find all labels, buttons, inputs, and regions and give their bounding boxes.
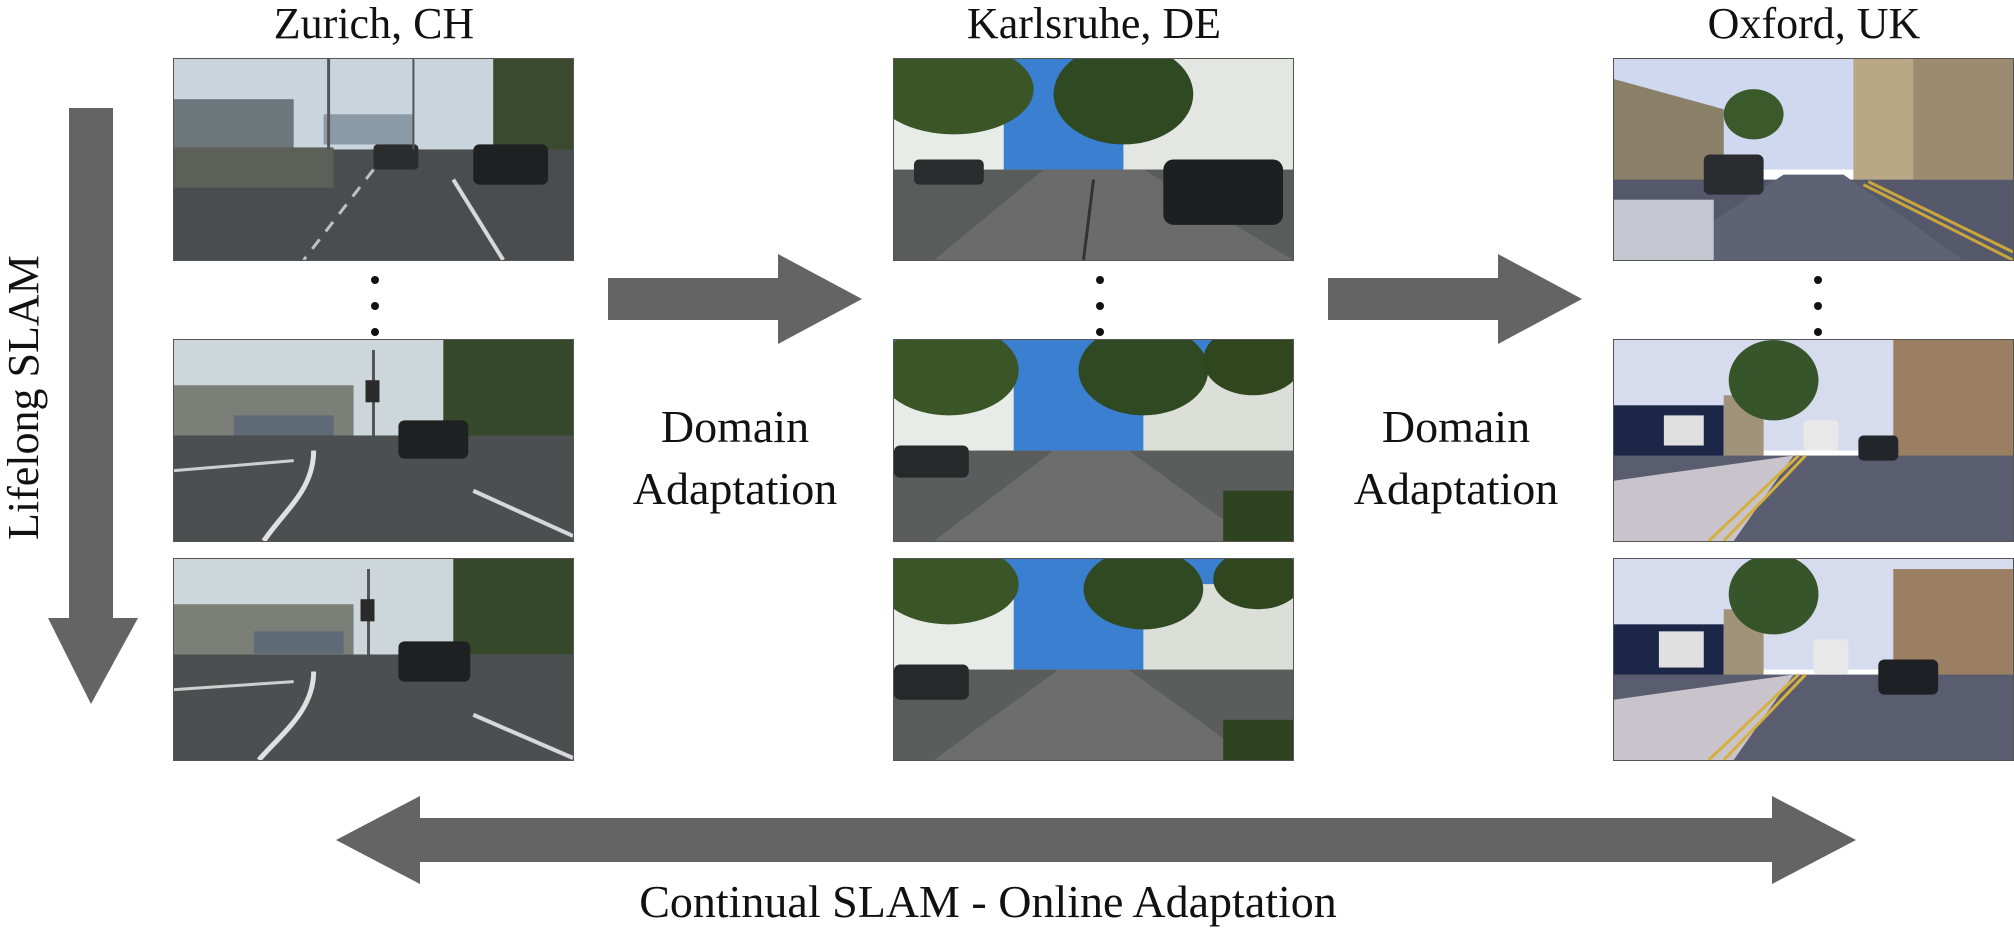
domain-adaptation-line2: Adaptation [632,463,838,514]
lifelong-slam-label: Lifelong SLAM [0,255,48,540]
city-title-karlsruhe: Karlsruhe, DE [966,0,1222,48]
karlsruhe-ellipsis [1090,276,1110,336]
continual-slam-arrow [336,796,1856,884]
domain-adaptation-line1: Domain [660,401,810,452]
domain-adaptation-label-2: Domain Adaptation [1316,396,1596,520]
domain-adaptation-label-1: Domain Adaptation [595,396,875,520]
city-title-zurich: Zurich, CH [273,0,475,48]
oxford-frame-2 [1613,339,2014,542]
zurich-ellipsis [365,276,385,336]
zurich-frame-3 [173,558,574,761]
zurich-frame-2 [173,339,574,542]
karlsruhe-frame-3 [893,558,1294,761]
domain-adaptation-line1: Domain [1381,401,1531,452]
lifelong-arrow [48,108,138,704]
oxford-ellipsis [1808,276,1828,336]
oxford-frame-3 [1613,558,2014,761]
domain-adaptation-arrow-2 [1328,254,1582,344]
zurich-frame-1 [173,58,574,261]
city-title-oxford: Oxford, UK [1707,0,1921,48]
karlsruhe-frame-2 [893,339,1294,542]
domain-adaptation-arrow-1 [608,254,862,344]
karlsruhe-frame-1 [893,58,1294,261]
oxford-frame-1 [1613,58,2014,261]
domain-adaptation-line2: Adaptation [1353,463,1559,514]
continual-slam-label: Continual SLAM - Online Adaptation [639,876,1337,927]
